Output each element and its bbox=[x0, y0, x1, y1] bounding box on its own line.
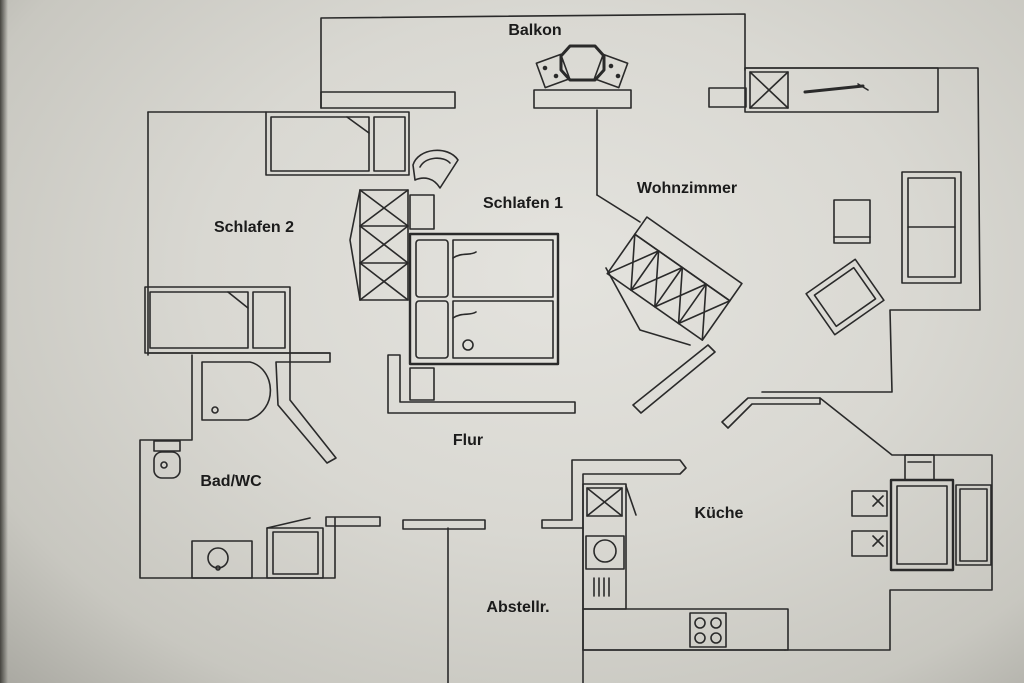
wohnzimmer-armchair bbox=[805, 258, 885, 336]
bad-toilet bbox=[153, 440, 181, 479]
room-label-flur: Flur bbox=[452, 432, 484, 449]
interior-walls bbox=[147, 87, 821, 530]
wohnzimmer-sofa bbox=[901, 171, 962, 284]
room-label-wohnzimmer: Wohnzimmer bbox=[636, 180, 738, 197]
schlafen1-double-bed bbox=[408, 194, 560, 401]
schlafen2-bed-top bbox=[265, 111, 410, 176]
kueche-dining-table bbox=[851, 454, 992, 572]
room-label-bad: Bad/WC bbox=[200, 473, 262, 490]
bad-washing-machine bbox=[266, 517, 324, 579]
schlafen2-bed-bottom bbox=[144, 286, 291, 354]
bad-shower bbox=[201, 361, 272, 421]
kueche-fridge-unit bbox=[582, 483, 637, 610]
paper-shadow-edge bbox=[0, 0, 8, 683]
balkon-table-set bbox=[535, 44, 629, 89]
kueche-counter bbox=[582, 608, 789, 651]
room-label-balkon: Balkon bbox=[508, 22, 562, 39]
room-label-schlafen1: Schlafen 1 bbox=[482, 195, 564, 212]
room-label-kueche: Küche bbox=[694, 505, 744, 522]
wohnzimmer-tv-cabinet bbox=[605, 216, 743, 346]
bad-washbasin bbox=[191, 540, 253, 579]
room-label-schlafen2: Schlafen 2 bbox=[213, 219, 295, 236]
wohnzimmer-side-table bbox=[833, 199, 871, 244]
schlafen1-armchair bbox=[412, 149, 459, 189]
wohnzimmer-wall-cabinet bbox=[744, 67, 939, 113]
schlafen2-wardrobe bbox=[349, 189, 409, 301]
room-label-abstellraum: Abstellr. bbox=[486, 599, 550, 616]
